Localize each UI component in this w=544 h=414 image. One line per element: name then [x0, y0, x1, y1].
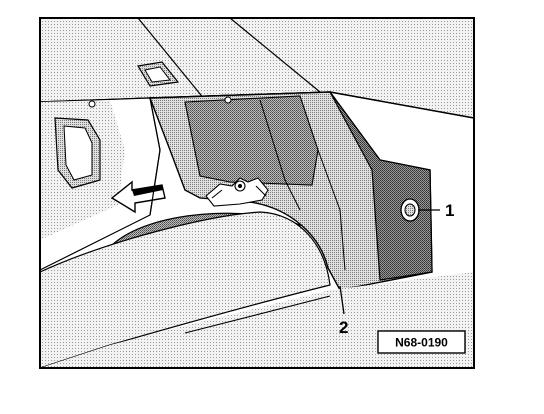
- pillar-edge: [149, 97, 161, 216]
- frame-border: [39, 17, 475, 369]
- callout-label-2: 2: [339, 318, 348, 337]
- trim-panel-side: [329, 91, 433, 281]
- reference-code: N68-0190: [395, 336, 448, 350]
- fastener-clip: [400, 198, 420, 222]
- roof-crease: [137, 18, 206, 101]
- arrow-left-icon: [110, 180, 166, 214]
- screw-hole-2: [224, 96, 232, 104]
- roof-vent-inner: [144, 66, 171, 83]
- reference-code-box: N68-0190: [377, 330, 466, 354]
- roof-crease-right: [229, 18, 321, 93]
- callout-leader-2: [339, 285, 345, 315]
- trim-panel-recess: [184, 95, 319, 186]
- floor-cover: [40, 211, 331, 368]
- trim-panel-edge: [259, 99, 301, 211]
- floor-line: [184, 295, 331, 334]
- illustration: [40, 18, 474, 368]
- trim-panel-edge-2: [317, 149, 346, 271]
- floor-lower: [40, 272, 474, 368]
- latch-mechanism: [205, 177, 269, 207]
- screw-hole: [88, 100, 96, 108]
- callout-label-1: 1: [445, 201, 454, 220]
- handle-recess-inner: [63, 125, 93, 181]
